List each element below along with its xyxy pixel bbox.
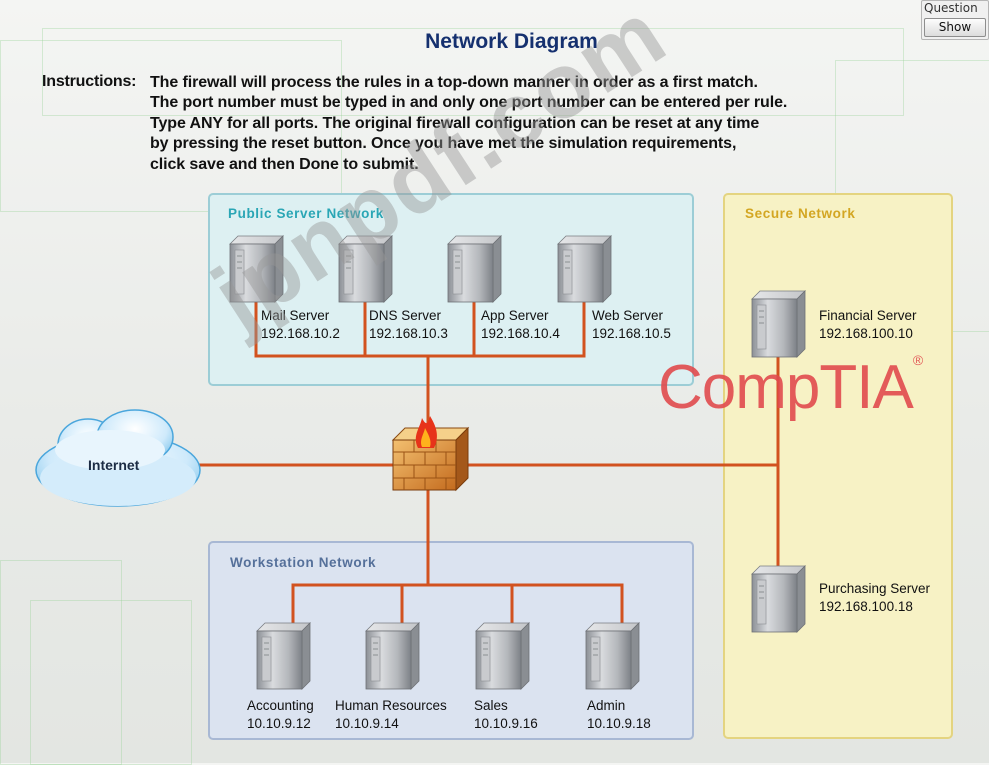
accounting-label: Accounting 10.10.9.12: [247, 697, 314, 733]
server-ip: 192.168.10.4: [481, 326, 560, 341]
purchasing-server-icon: [751, 565, 806, 633]
dns-server-label: DNS Server 192.168.10.3: [369, 307, 448, 343]
web-server-icon: [557, 235, 612, 303]
mail-server-label: Mail Server 192.168.10.2: [261, 307, 340, 343]
host-ip: 10.10.9.16: [474, 716, 538, 731]
question-label: Question: [924, 1, 978, 15]
app-server-label: App Server 192.168.10.4: [481, 307, 560, 343]
instructions-label: Instructions:: [42, 73, 137, 90]
server-ip: 192.168.10.3: [369, 326, 448, 341]
instruction-line: by pressing the reset button. Once you h…: [150, 135, 737, 153]
financial-server-icon: [751, 290, 806, 358]
host-ip: 10.10.9.14: [335, 716, 399, 731]
purchasing-server-label: Purchasing Server 192.168.100.18: [819, 580, 930, 616]
web-server-label: Web Server 192.168.10.5: [592, 307, 671, 343]
server-name: Mail Server: [261, 308, 330, 323]
server-name: Web Server: [592, 308, 664, 323]
public-network-title: Public Server Network: [228, 206, 384, 221]
network-links: [190, 300, 780, 625]
admin-label: Admin 10.10.9.18: [587, 697, 651, 733]
server-name: DNS Server: [369, 308, 442, 323]
human-resources-label: Human Resources 10.10.9.14: [335, 697, 447, 733]
sales-workstation-icon: [475, 622, 530, 690]
accounting-workstation-icon: [256, 622, 311, 690]
question-widget: Question Show: [921, 0, 989, 40]
instruction-line: Type ANY for all ports. The original fir…: [150, 114, 760, 132]
brand-text: CompTIA: [658, 353, 914, 422]
app-server-icon: [447, 235, 502, 303]
host-ip: 10.10.9.18: [587, 716, 651, 731]
registered-mark: ®: [912, 352, 923, 368]
firewall-icon: [391, 416, 470, 492]
instructions-text: The firewall will process the rules in a…: [150, 73, 895, 175]
background-frame: [0, 40, 342, 212]
instruction-line: click save and then Done to submit.: [150, 155, 419, 173]
internet-label: Internet: [88, 457, 140, 473]
comptia-watermark: CompTIA®: [658, 352, 923, 423]
server-name: Purchasing Server: [819, 581, 931, 596]
show-question-button[interactable]: Show: [924, 18, 986, 37]
page-title: Network Diagram: [425, 30, 598, 53]
instruction-line: The firewall will process the rules in a…: [150, 74, 758, 91]
server-name: Financial Server: [819, 308, 917, 323]
server-ip: 192.168.100.10: [819, 326, 913, 341]
workstation-network-title: Workstation Network: [230, 555, 377, 570]
server-ip: 192.168.10.5: [592, 326, 671, 341]
host-name: Human Resources: [335, 698, 447, 713]
sales-label: Sales 10.10.9.16: [474, 697, 538, 733]
background-frame: [42, 28, 904, 116]
host-name: Admin: [587, 698, 626, 713]
secure-network-title: Secure Network: [745, 206, 856, 221]
server-name: App Server: [481, 308, 549, 323]
internet-cloud-icon: [35, 409, 201, 507]
host-name: Accounting: [247, 698, 314, 713]
instruction-line: The port number must be typed in and onl…: [150, 94, 788, 112]
host-name: Sales: [474, 698, 508, 713]
server-ip: 192.168.100.18: [819, 599, 913, 614]
admin-workstation-icon: [585, 622, 640, 690]
server-ip: 192.168.10.2: [261, 326, 340, 341]
financial-server-label: Financial Server 192.168.100.10: [819, 307, 917, 343]
host-ip: 10.10.9.12: [247, 716, 311, 731]
human-resources-workstation-icon: [365, 622, 420, 690]
